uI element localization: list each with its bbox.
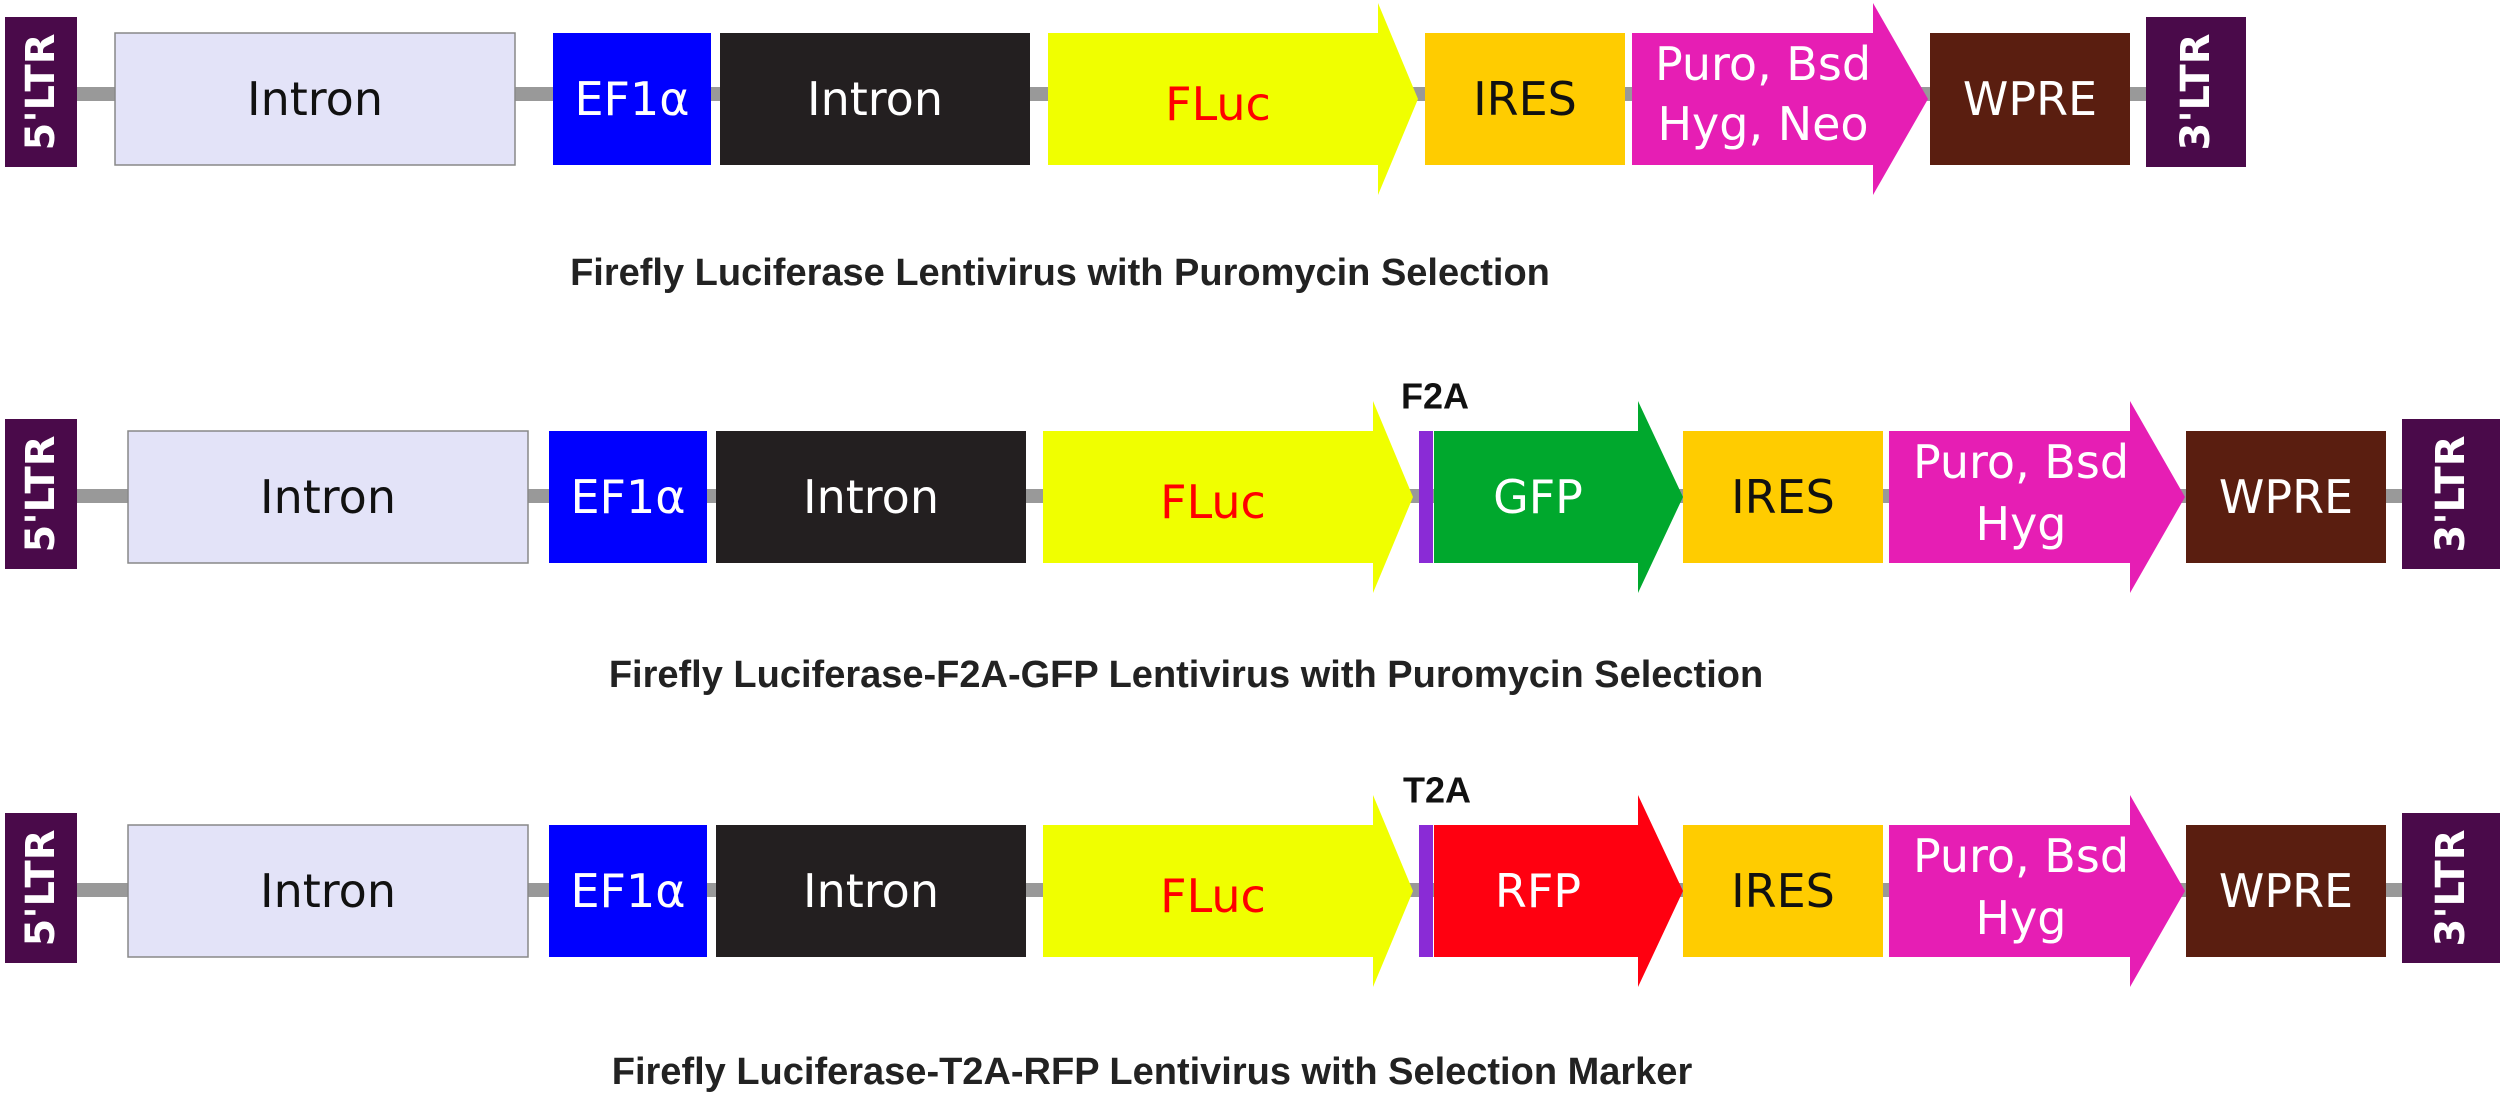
ltr3-label: 3'LTR [2428, 435, 2474, 552]
intron2-box [716, 825, 1026, 957]
reporter-label: GFP [1493, 470, 1583, 524]
promoter-label: EF1α [570, 470, 685, 524]
wpre-box [2186, 431, 2386, 563]
intron1-label: Intron [260, 864, 396, 918]
linker-label: T2A [1403, 770, 1471, 811]
intron1-box [127, 824, 529, 958]
selection-arrow [1889, 401, 2185, 593]
linker-box [1419, 825, 1433, 957]
ltr5-label: 5'LTR [18, 33, 64, 150]
fluc-label: FLuc [1165, 77, 1271, 131]
ires-label: IRES [1731, 470, 1835, 524]
ires-label: IRES [1473, 72, 1577, 126]
construct-title: Firefly Luciferase-F2A-GFP Lentivirus wi… [609, 654, 1763, 696]
selection-label-line1: Puro, Bsd [1913, 435, 2129, 489]
intron2-label: Intron [803, 470, 939, 524]
fluc-arrow [1043, 401, 1413, 593]
selection-label-line2: Hyg [1975, 497, 2066, 551]
reporter-arrow [1434, 401, 1683, 593]
ltr5-box [5, 419, 77, 569]
ltr3-box [2402, 419, 2500, 569]
intron1-box [127, 430, 529, 564]
fluc-label: FLuc [1160, 475, 1266, 529]
intron1-label: Intron [260, 470, 396, 524]
construct-3: 5'LTR Intron EF1α Intron FLuc T2A RFP IR… [5, 770, 2500, 1093]
promoter-box [549, 825, 707, 957]
wpre-label: WPRE [2219, 470, 2353, 524]
intron2-label: Intron [803, 864, 939, 918]
ltr3-label: 3'LTR [2428, 829, 2474, 946]
promoter-box [553, 33, 711, 165]
ltr5-label: 5'LTR [18, 829, 64, 946]
wpre-box [1930, 33, 2130, 165]
fluc-arrow [1043, 795, 1413, 987]
intron2-box [716, 431, 1026, 563]
ires-box [1683, 431, 1883, 563]
reporter-arrow [1434, 795, 1683, 987]
ltr3-box [2146, 17, 2246, 167]
selection-label-line2: Hyg, Neo [1657, 97, 1868, 151]
promoter-box [549, 431, 707, 563]
ltr3-box [2402, 813, 2500, 963]
construct-title: Firefly Luciferase-T2A-RFP Lentivirus wi… [612, 1051, 1693, 1093]
intron1-label: Intron [247, 72, 383, 126]
ltr5-box [5, 813, 77, 963]
construct-title: Firefly Luciferase Lentivirus with Purom… [570, 252, 1550, 294]
ltr3-label: 3'LTR [2173, 33, 2219, 150]
intron1-box [114, 32, 516, 166]
construct-1: 5'LTR Intron EF1α Intron FLuc IRES Puro,… [5, 3, 2246, 294]
selection-arrow [1889, 795, 2185, 987]
selection-arrow [1632, 3, 1928, 195]
wpre-label: WPRE [2219, 864, 2353, 918]
ires-label: IRES [1731, 864, 1835, 918]
reporter-label: RFP [1495, 864, 1581, 918]
ltr5-box [5, 17, 77, 167]
wpre-label: WPRE [1963, 72, 2097, 126]
promoter-label: EF1α [574, 72, 689, 126]
fluc-arrow [1048, 3, 1418, 195]
intron2-box [720, 33, 1030, 165]
construct-2: 5'LTR Intron EF1α Intron FLuc F2A GFP IR… [5, 376, 2500, 696]
linker-box [1419, 431, 1433, 563]
ires-box [1425, 33, 1625, 165]
ires-box [1683, 825, 1883, 957]
selection-label-line1: Puro, Bsd [1913, 829, 2129, 883]
linker-label: F2A [1401, 376, 1469, 417]
promoter-label: EF1α [570, 864, 685, 918]
fluc-label: FLuc [1160, 869, 1266, 923]
selection-label-line2: Hyg [1975, 891, 2066, 945]
intron2-label: Intron [807, 72, 943, 126]
selection-label-line1: Puro, Bsd [1655, 37, 1871, 91]
ltr5-label: 5'LTR [18, 435, 64, 552]
wpre-box [2186, 825, 2386, 957]
